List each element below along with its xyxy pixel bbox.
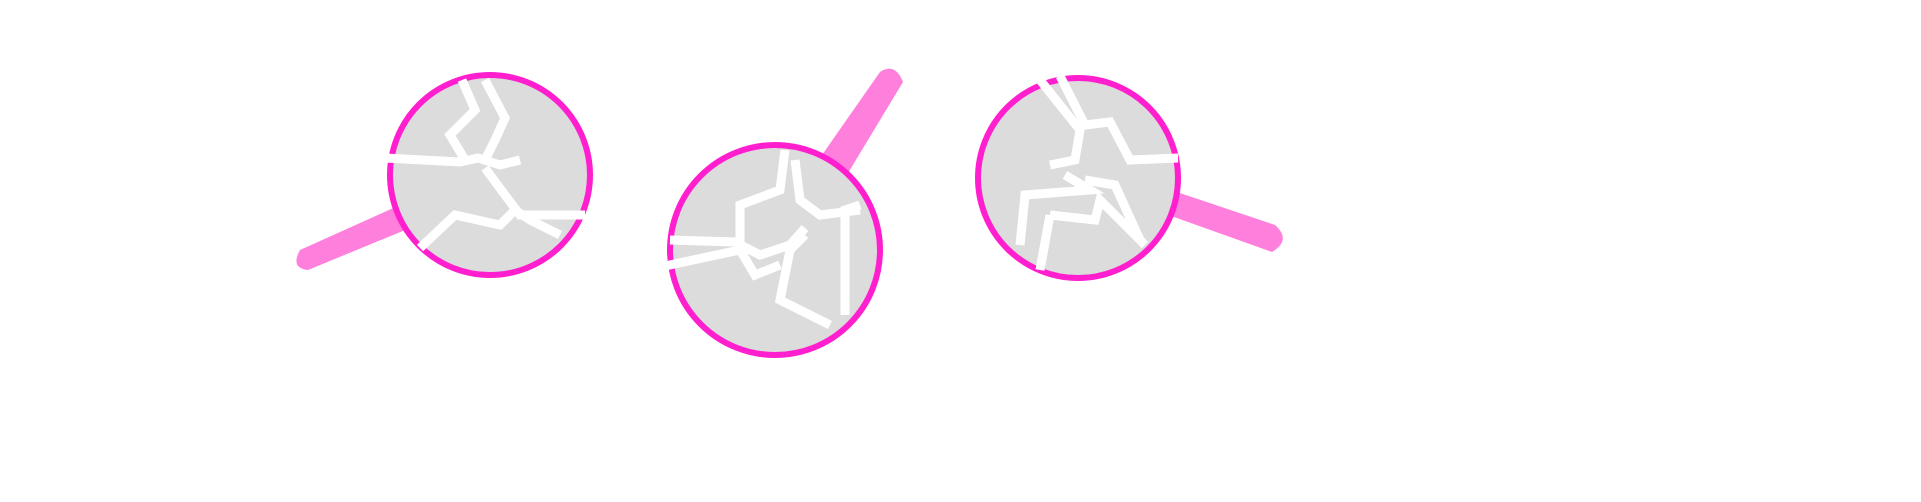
handle: [296, 205, 410, 270]
broken-magnifying-glass-icon: [296, 72, 593, 278]
rim: [387, 72, 593, 278]
handle: [815, 68, 903, 178]
handle: [1160, 188, 1283, 252]
broken-magnifying-glass-icon: [664, 68, 903, 358]
rim: [975, 75, 1181, 281]
broken-magnifying-glass-icon: [975, 73, 1283, 281]
cracks: [1015, 73, 1179, 271]
cracks: [664, 149, 862, 330]
cracks: [384, 77, 585, 252]
rim: [667, 142, 883, 358]
